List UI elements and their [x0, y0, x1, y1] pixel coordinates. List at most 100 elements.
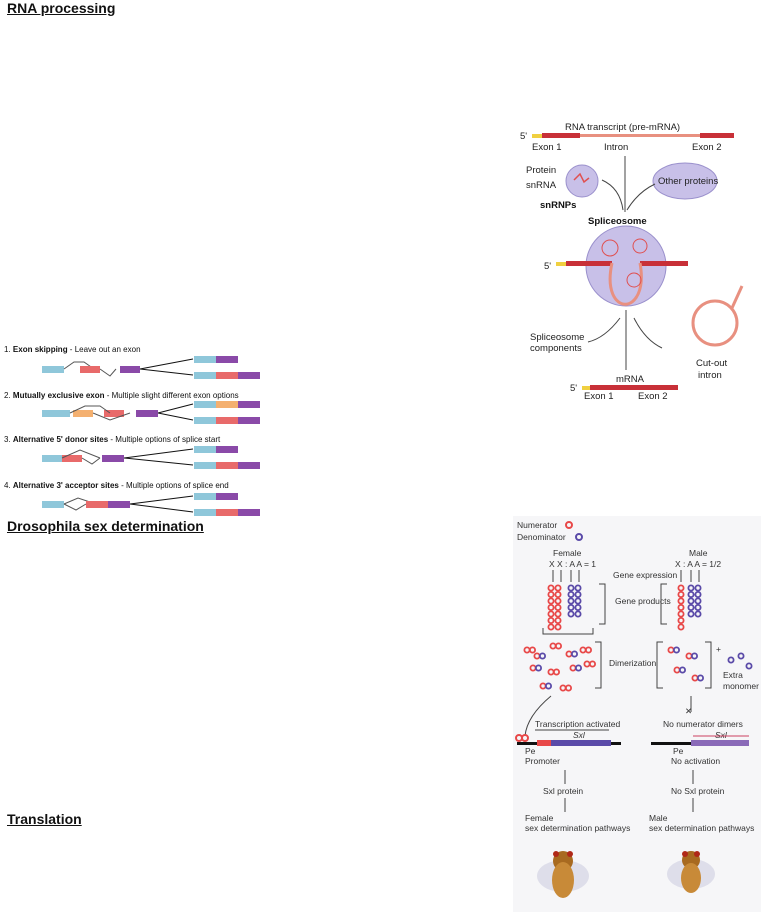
denominator-dot — [687, 597, 695, 605]
spliceosome-figure: RNA transcript (pre-mRNA) 5' Exon 1 Intr… — [520, 122, 744, 400]
numerator-dot — [565, 684, 573, 692]
female-pathway-label-2: sex determination pathways — [525, 823, 630, 833]
no-activation-label: No activation — [671, 756, 720, 766]
components-label-2: components — [530, 343, 582, 354]
male-ratio: X : A A = 1/2 — [675, 559, 721, 569]
cut-out-intron-loop — [691, 299, 739, 347]
alt-row-4-label: 4. Alternative 3' acceptor sites - Multi… — [4, 481, 229, 490]
exon2-label: Exon 2 — [692, 142, 722, 153]
female-pathway-label-1: Female — [525, 813, 554, 823]
alt-row-2-label: 2. Mutually exclusive exon - Multiple sl… — [4, 391, 239, 400]
numerator-dot — [547, 623, 555, 631]
denominator-dot — [575, 664, 583, 672]
snrnps-label: snRNPs — [540, 200, 576, 211]
mrna-exon1-label: Exon 1 — [584, 391, 614, 400]
heading-drosophila: Drosophila sex determination — [7, 518, 204, 534]
other-proteins-blob — [652, 162, 718, 200]
five-prime-label-2: 5' — [544, 261, 551, 272]
extra-label: Extra — [723, 670, 743, 680]
numerator-dot — [677, 591, 685, 599]
numerator-dot — [547, 610, 555, 618]
denominator-dot — [567, 610, 575, 618]
denominator-dot — [672, 646, 680, 654]
spliceosome-label: Spliceosome — [588, 216, 647, 227]
alt-row-4-gene — [42, 493, 260, 516]
numerator-dot — [554, 591, 562, 599]
female-label: Female — [553, 548, 582, 558]
numerator-dot — [554, 610, 562, 618]
numerator-dot — [553, 668, 561, 676]
denominator-dot — [694, 584, 702, 592]
gene-expression-label: Gene expression — [613, 570, 678, 580]
numerator-dot — [677, 584, 685, 592]
denominator-dot — [574, 610, 582, 618]
denominator-dot — [745, 662, 753, 670]
mrna-label: mRNA — [616, 374, 645, 385]
denominator-dot — [574, 591, 582, 599]
female-sxl-gene-label: Sxl — [573, 730, 586, 740]
numerator-dot — [585, 646, 593, 654]
male-pe-label: Pe — [673, 746, 684, 756]
numerator-dot — [547, 591, 555, 599]
mrna-exon2-label: Exon 2 — [638, 391, 668, 400]
female-pe-label: Pe — [525, 746, 536, 756]
numerator-dot — [554, 584, 562, 592]
sex-determination-figure: Numerator Denominator Female X X : A A =… — [513, 516, 761, 912]
numerator-dot — [554, 604, 562, 612]
denominator-dot — [574, 604, 582, 612]
other-proteins-label: Other proteins — [658, 176, 718, 187]
denominator-dot — [574, 584, 582, 592]
monomers-label: monomer — [723, 681, 759, 691]
denominator-dot — [567, 591, 575, 599]
denominator-dot — [545, 682, 553, 690]
numerator-dot — [554, 623, 562, 631]
sxl-protein-label: Sxl protein — [543, 786, 583, 796]
numerator-dot — [589, 660, 597, 668]
numerator-dot — [554, 597, 562, 605]
male-label: Male — [689, 548, 708, 558]
denominator-dot — [694, 610, 702, 618]
denominator-legend: Denominator — [517, 532, 566, 542]
heading-translation: Translation — [7, 811, 82, 827]
denominator-dot — [571, 650, 579, 658]
male-sxl-gene-label: Sxl — [715, 730, 728, 740]
numerator-dot — [555, 642, 563, 650]
heading-rna-processing: RNA processing — [7, 0, 116, 16]
no-dimers-label: No numerator dimers — [663, 719, 743, 729]
alt-row-3-gene — [42, 446, 260, 469]
numerator-dot — [677, 597, 685, 605]
numerator-dot — [677, 604, 685, 612]
denominator-dot — [567, 584, 575, 592]
numerator-dot — [528, 646, 536, 654]
denominator-dot — [534, 664, 542, 672]
numerator-dot — [547, 584, 555, 592]
five-prime-label: 5' — [520, 131, 527, 142]
components-label-1: Spliceosome — [530, 332, 584, 343]
female-ratio: X X : A A = 1 — [549, 559, 596, 569]
numerator-dot — [547, 597, 555, 605]
alt-row-1-gene — [42, 356, 260, 379]
denominator-dot — [737, 652, 745, 660]
numerator-dot — [554, 617, 562, 625]
numerator-legend: Numerator — [517, 520, 557, 530]
alternative-splicing-figure: 1. Exon skipping - Leave out an exon 2. … — [4, 345, 260, 516]
female-gene-products — [547, 584, 582, 631]
female-dimers — [523, 642, 597, 692]
five-prime-label-3: 5' — [570, 383, 577, 394]
denominator-dot — [694, 591, 702, 599]
denominator-dot — [567, 597, 575, 605]
denominator-dot — [538, 652, 546, 660]
transcription-activated-label: Transcription activated — [535, 719, 620, 729]
denominator-dot — [694, 597, 702, 605]
denominator-dot — [574, 597, 582, 605]
alt-row-3-label: 3. Alternative 5' donor sites - Multiple… — [4, 435, 221, 444]
numerator-dot — [677, 610, 685, 618]
denominator-dot — [696, 674, 704, 682]
denominator-dot — [687, 610, 695, 618]
denominator-dot — [694, 604, 702, 612]
gene-products-label: Gene products — [615, 596, 671, 606]
snrnp-particle — [565, 164, 599, 198]
cut-out-label-2: intron — [698, 370, 722, 381]
no-sxl-protein-label: No Sxl protein — [671, 786, 725, 796]
numerator-dot — [677, 617, 685, 625]
